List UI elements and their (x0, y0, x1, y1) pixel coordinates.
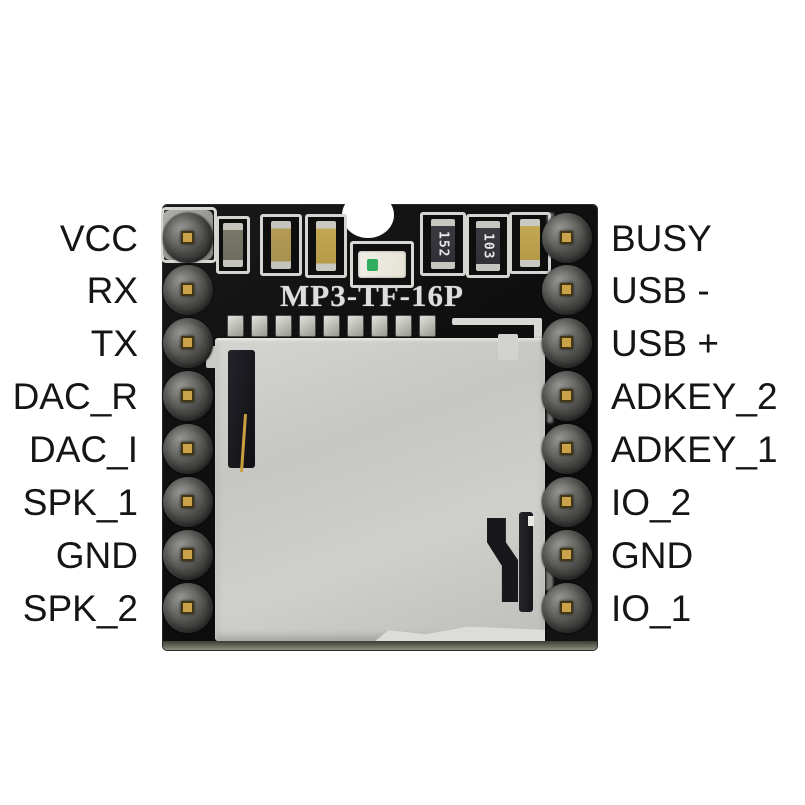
eject-spring-hook (487, 518, 518, 602)
pin-label-gnd-right: GND (611, 535, 694, 576)
status-led (350, 241, 414, 288)
pin-io-2 (542, 477, 592, 527)
pin-vcc (163, 213, 213, 263)
pin-gnd-left (163, 530, 213, 580)
resistor-marking: 103 (480, 232, 496, 260)
pin-spk-1 (163, 477, 213, 527)
pin-tx (163, 318, 213, 368)
solder-pad (227, 315, 244, 337)
pin-gnd-right (542, 530, 592, 580)
pin-dac-i (163, 424, 213, 474)
smd-resistor-103: 103 (466, 214, 510, 278)
solder-pad (347, 315, 364, 337)
sd-slot-right-tab (498, 334, 518, 360)
pin-dac-r (163, 371, 213, 421)
solder-pad (419, 315, 436, 337)
solder-pad (251, 315, 268, 337)
pin-label-gnd-left: GND (55, 535, 138, 576)
pin-label-adkey-1: ADKEY_1 (611, 429, 778, 470)
smd-capacitor-4 (509, 212, 551, 274)
pin-adkey-1 (542, 424, 592, 474)
solder-pad (323, 315, 340, 337)
pin-label-dac-r: DAC_R (12, 376, 138, 417)
pin-label-adkey-2: ADKEY_2 (611, 376, 778, 417)
silkscreen-corner-mark (452, 318, 542, 325)
smd-capacitor-2 (260, 214, 302, 276)
solder-pad (395, 315, 412, 337)
pin-label-usb-minus: USB - (611, 270, 710, 311)
slot-bottom-seam (375, 626, 545, 641)
smd-capacitor-1 (216, 216, 250, 274)
pin-label-io-1: IO_1 (611, 588, 692, 629)
pin-label-io-2: IO_2 (611, 482, 692, 523)
solder-pad (371, 315, 388, 337)
pin-label-vcc: VCC (59, 218, 138, 259)
pin-label-dac-i: DAC_I (29, 429, 138, 470)
module-silkscreen-title: MP3-TF-16P (280, 278, 464, 313)
pin-label-spk-2: SPK_2 (22, 588, 138, 629)
pcb-board: 152 103 MP3-TF-16P (161, 192, 597, 650)
pin-label-usb-plus: USB + (611, 323, 719, 364)
sd-slot-left-tab (206, 346, 217, 368)
micro-sd-slot (206, 334, 545, 641)
resistor-marking: 152 (435, 230, 451, 258)
eject-spring-bar (519, 512, 533, 612)
pin-label-spk-1: SPK_1 (22, 482, 138, 523)
solder-pad (299, 315, 316, 337)
board-notch (342, 192, 394, 238)
pin-usb-plus (542, 318, 592, 368)
smd-capacitor-3 (305, 214, 347, 278)
pin-adkey-2 (542, 371, 592, 421)
eject-spring-notch (528, 516, 534, 526)
smd-resistor-152: 152 (420, 212, 466, 276)
pcb-bottom-edge (163, 641, 597, 650)
pin-spk-2 (163, 583, 213, 633)
pin-label-busy: BUSY (611, 218, 712, 259)
pin-label-rx: RX (86, 270, 138, 311)
pin-label-tx: TX (90, 323, 138, 364)
pin-busy (542, 213, 592, 263)
pin-io-1 (542, 583, 592, 633)
solder-pad (275, 315, 292, 337)
led-green-die (367, 258, 378, 271)
pin-usb-minus (542, 265, 592, 315)
pin-rx (163, 265, 213, 315)
silkscreen-smudge (546, 557, 553, 591)
